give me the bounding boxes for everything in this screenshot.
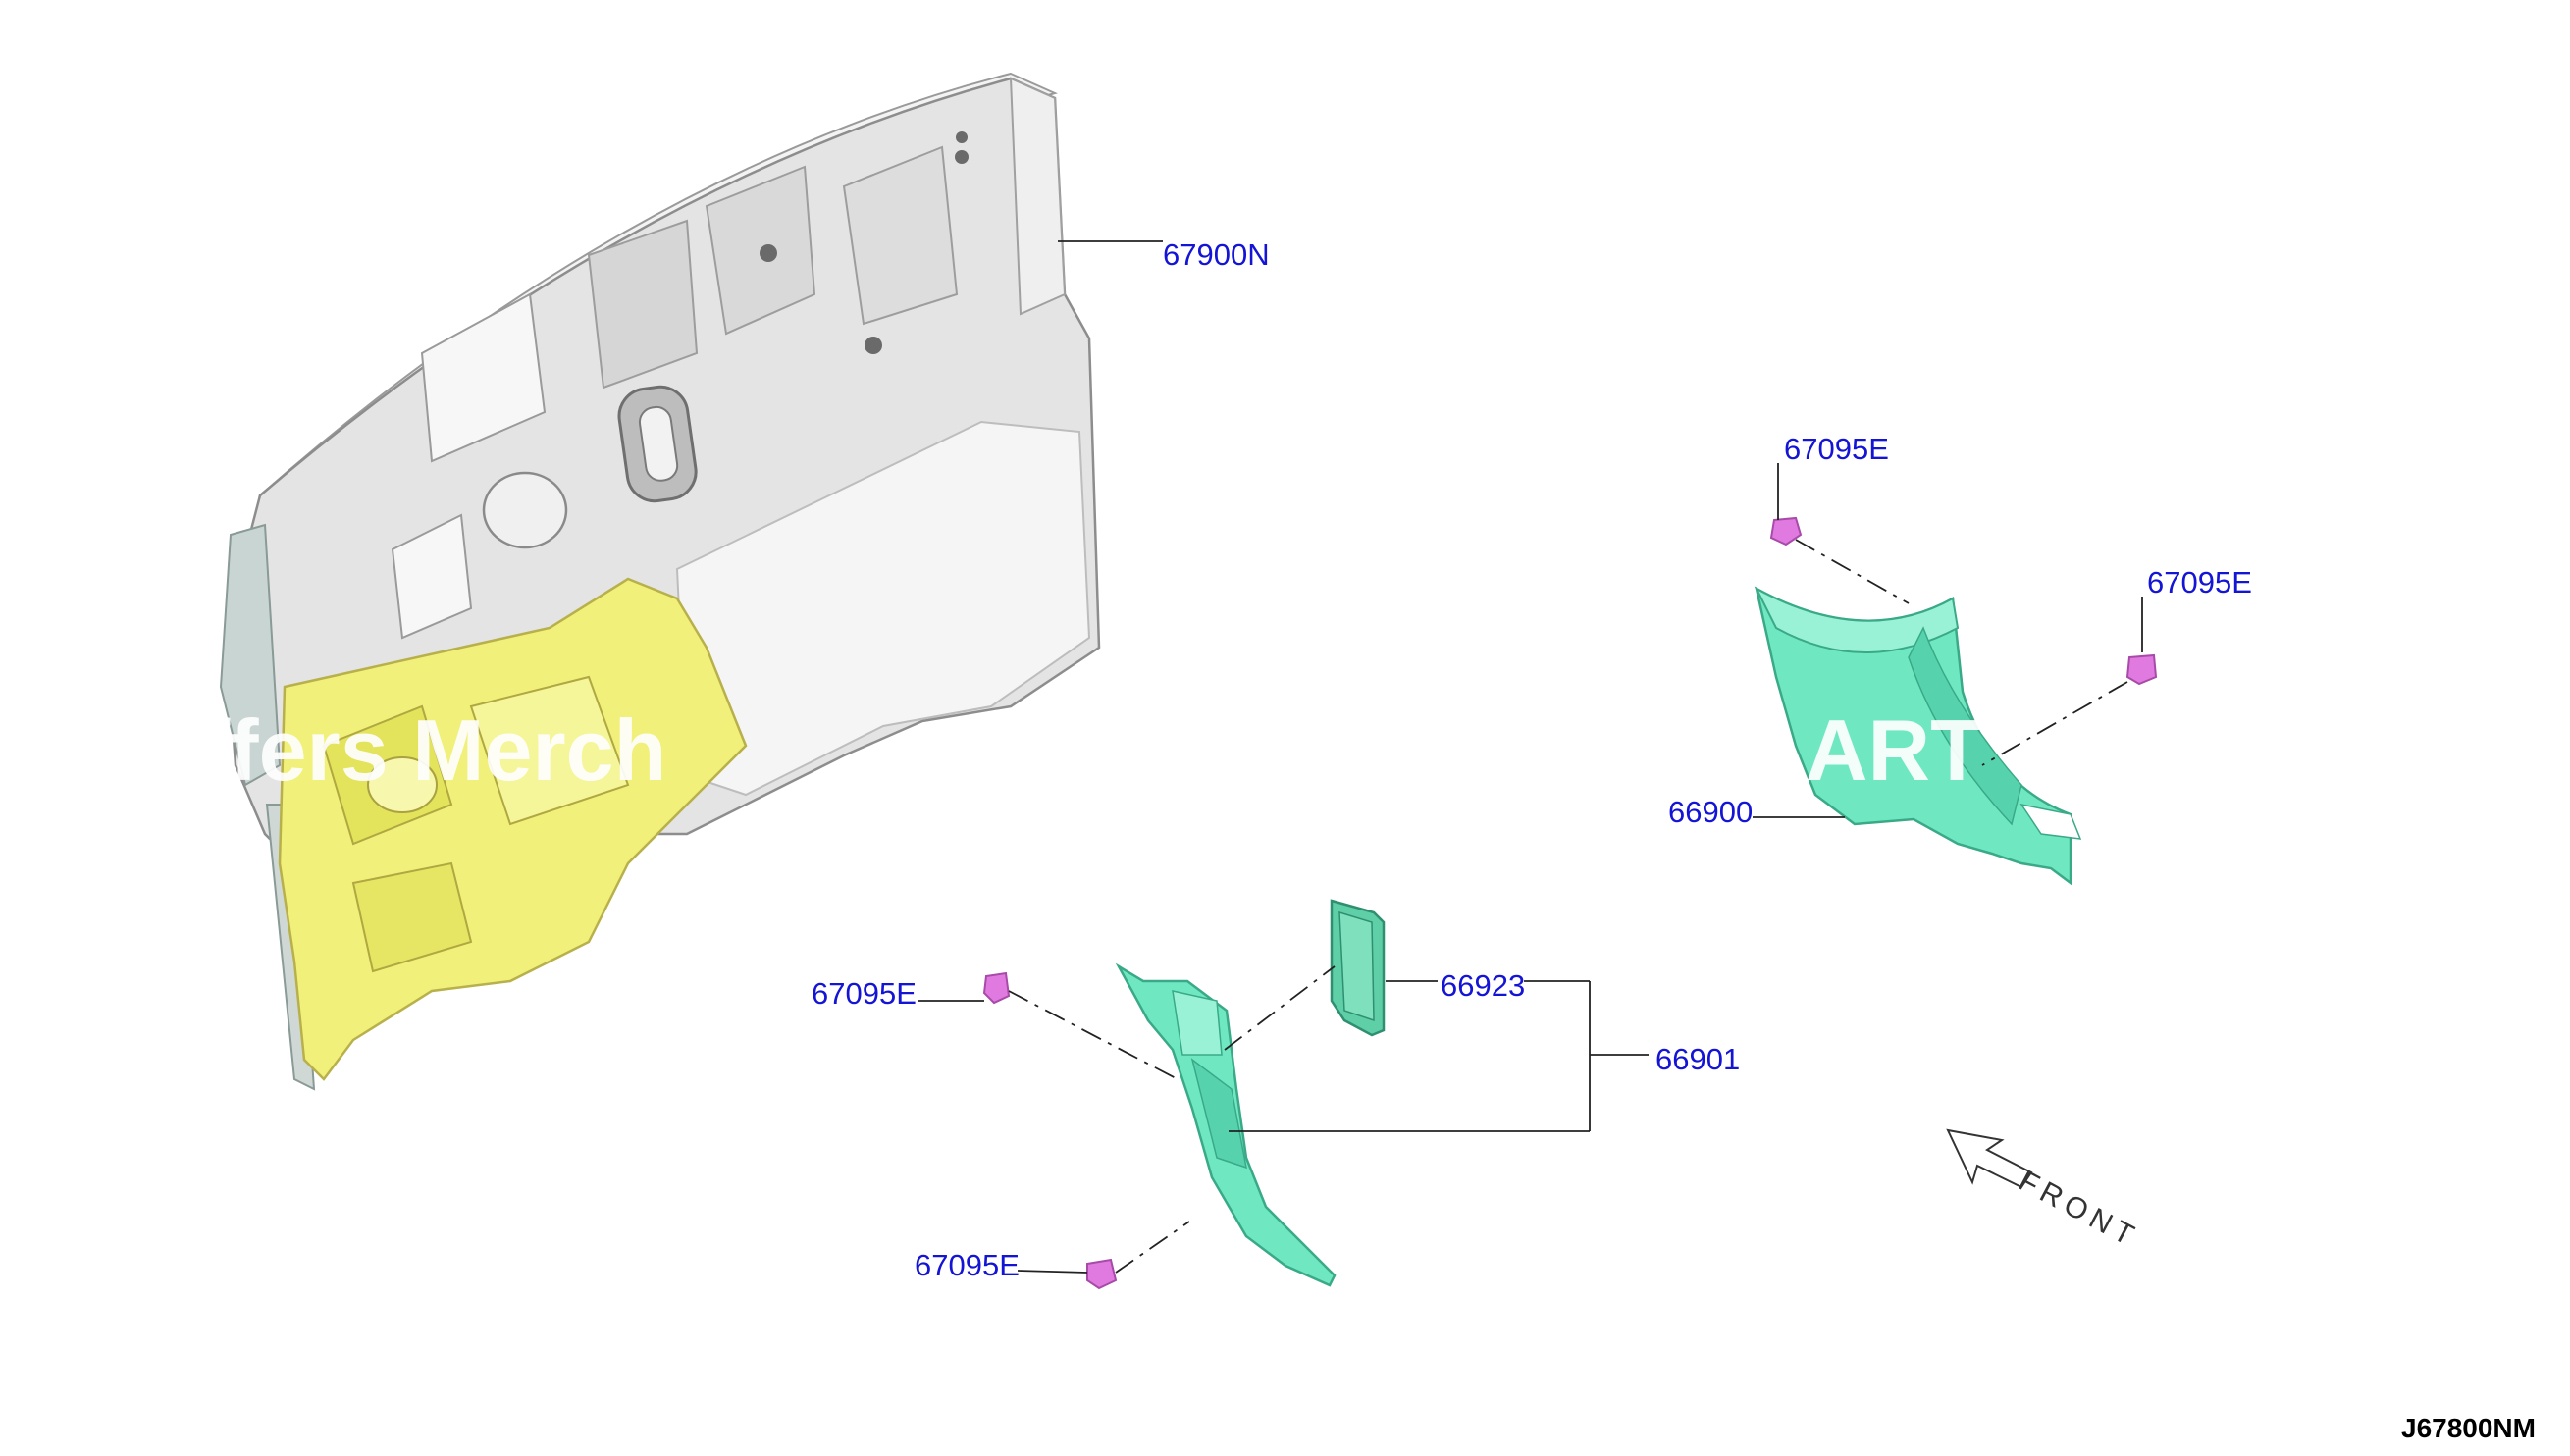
front-label: FRONT	[2014, 1165, 2144, 1255]
callout-67095e-top-right-b[interactable]: 67095E	[2147, 565, 2252, 599]
callout-66901[interactable]: 66901	[1655, 1042, 1740, 1076]
leader-lines	[918, 240, 2143, 1274]
watermark-right-text: ART	[1806, 702, 1983, 799]
callout-67900n[interactable]: 67900N	[1163, 237, 1270, 272]
diagram-code: J67800NM	[2401, 1413, 2536, 1443]
small-cover-illustration	[1330, 899, 1386, 1037]
callout-67095e-top-right-a[interactable]: 67095E	[1784, 432, 1889, 466]
callout-66923[interactable]: 66923	[1441, 968, 1525, 1003]
clip-illustrations	[982, 516, 2158, 1290]
callout-67095e-mid-left[interactable]: 67095E	[812, 976, 917, 1011]
callout-67095e-bottom[interactable]: 67095E	[915, 1248, 1020, 1282]
yellow-insulator-lower-illustration	[278, 577, 748, 1081]
watermark: ffers Merch ART	[201, 702, 1983, 799]
front-direction-indicator: FRONT	[1946, 1128, 2144, 1255]
callout-labels: 67900N 67095E 67095E 66900 67095E 66923 …	[812, 237, 2252, 1282]
kicking-plate-lh-illustration	[1115, 962, 1337, 1287]
watermark-left-text: ffers Merch	[201, 702, 666, 799]
callout-66900[interactable]: 66900	[1668, 795, 1753, 829]
kicking-plate-rh-illustration	[1754, 586, 2082, 886]
front-arrow-icon	[1946, 1128, 2033, 1189]
